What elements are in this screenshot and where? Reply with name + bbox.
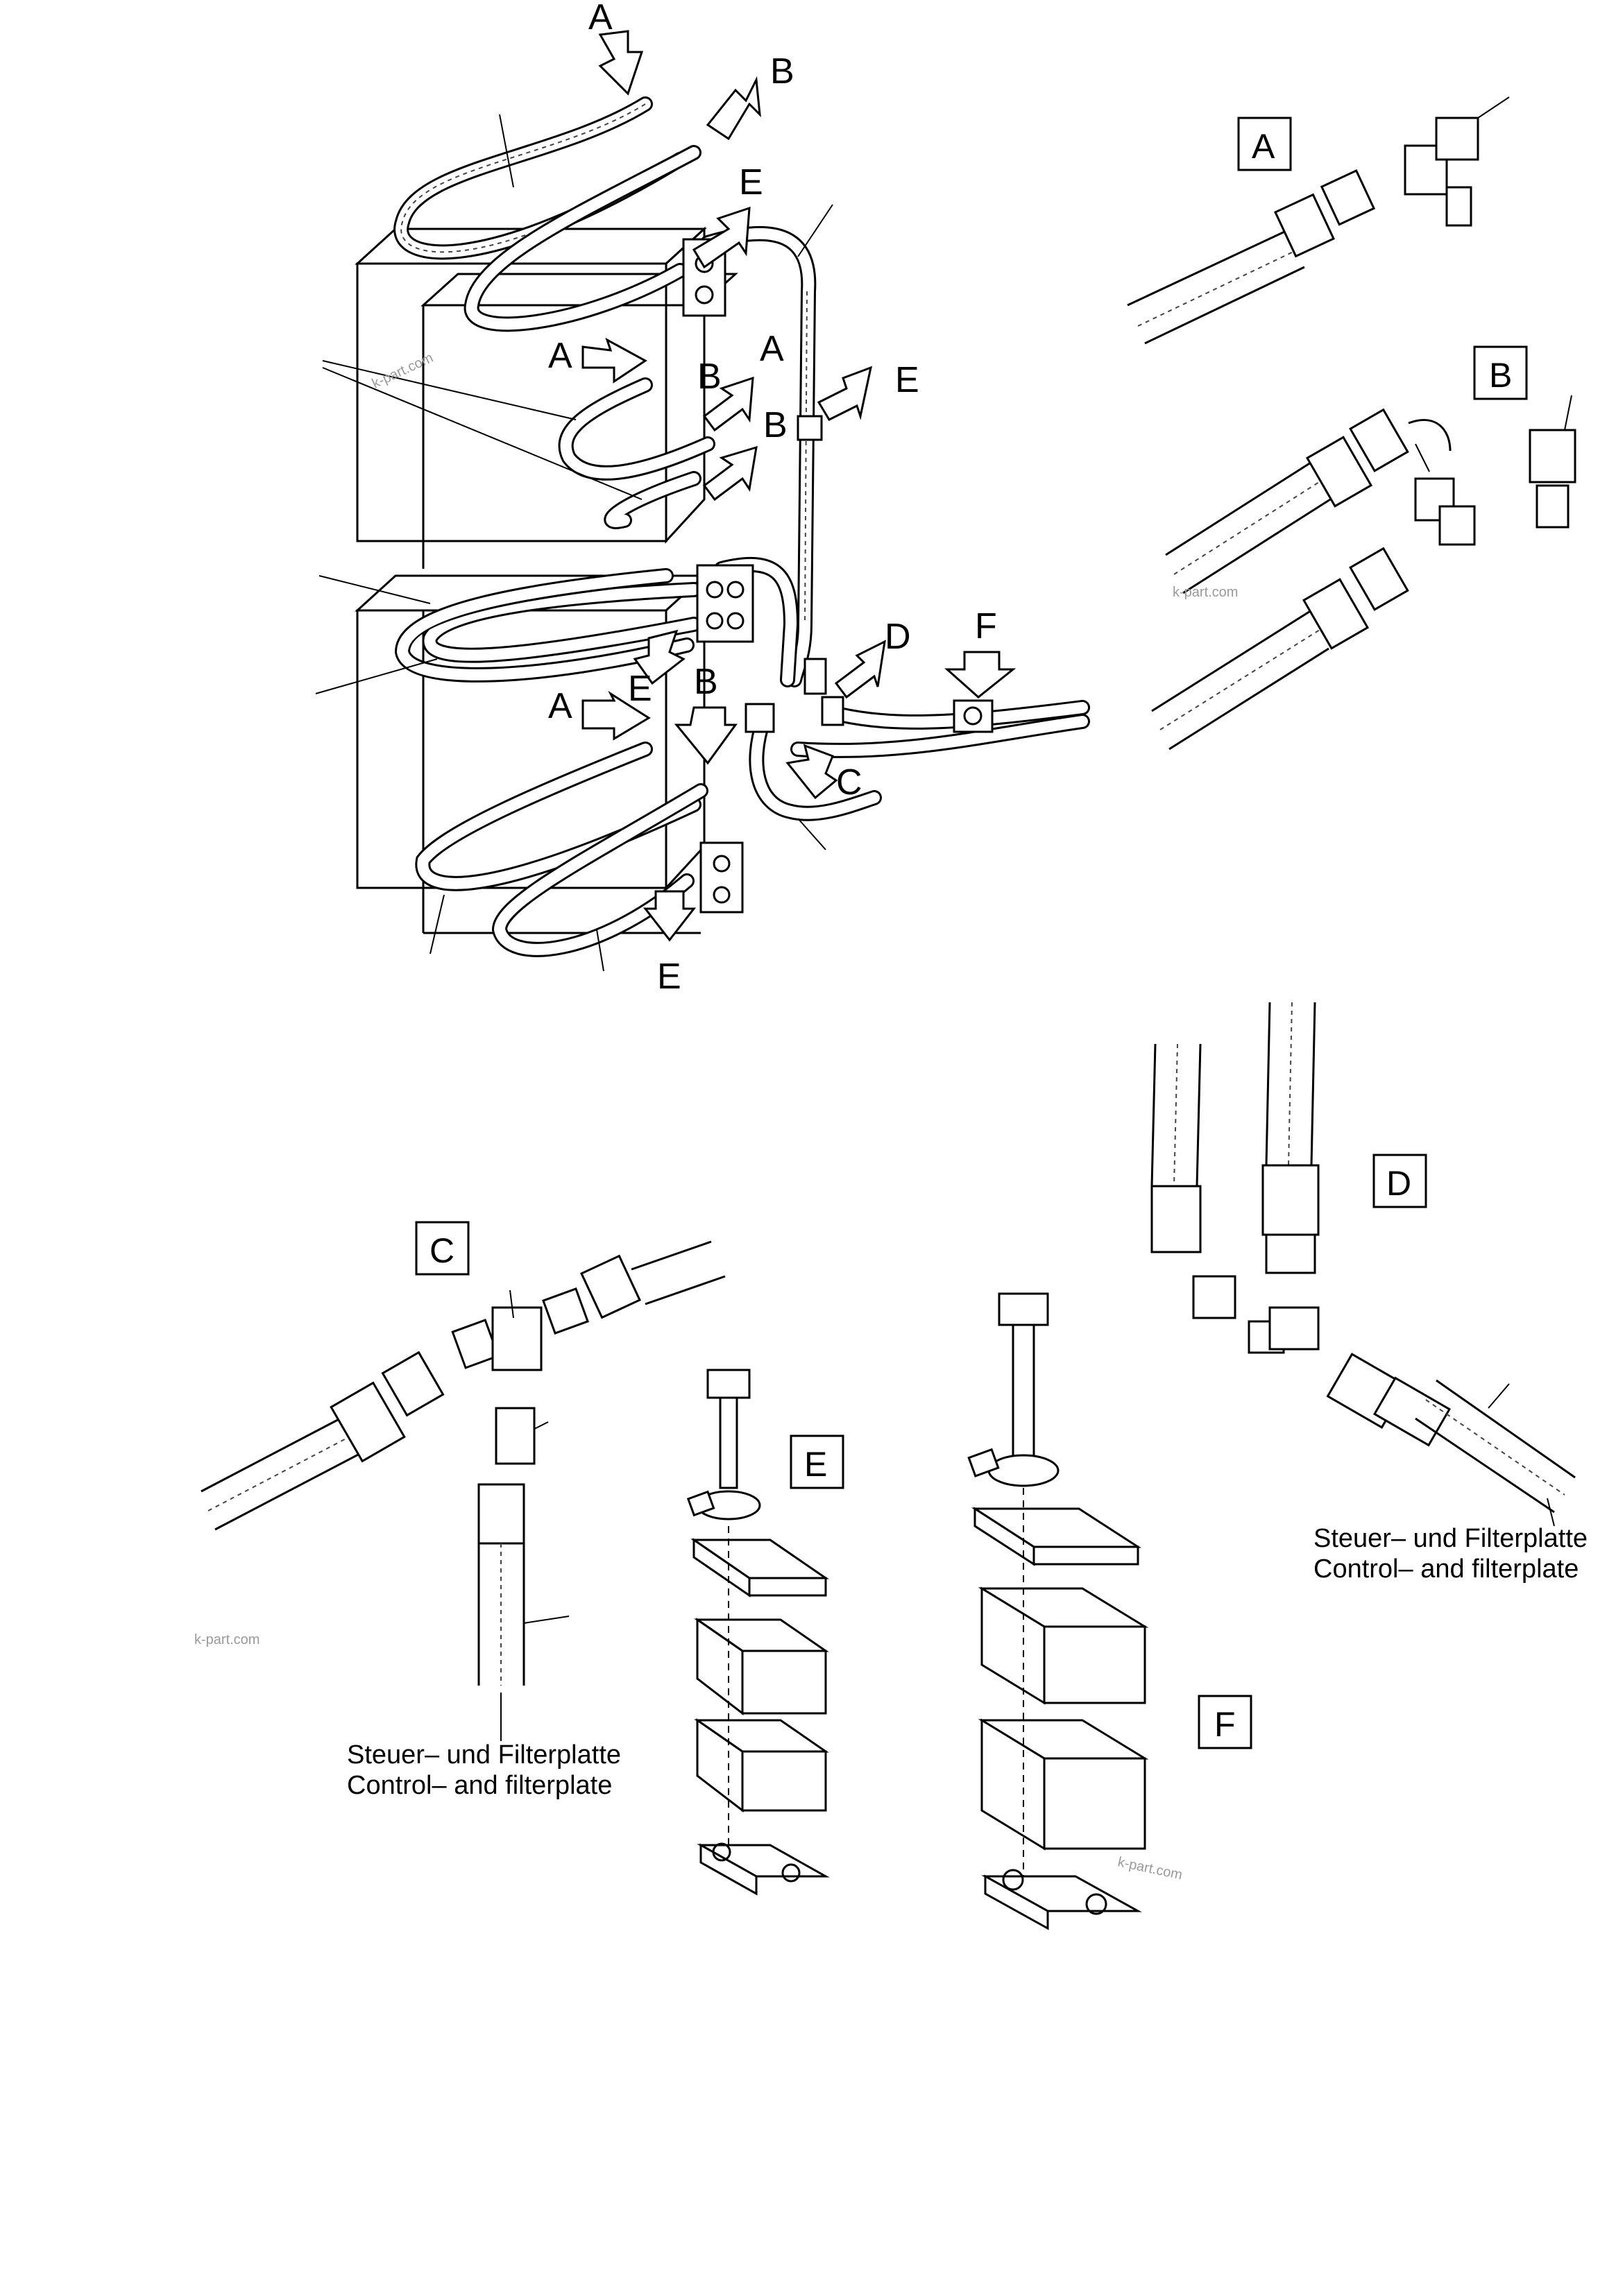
detail-e-label-box: [790, 1434, 844, 1489]
hose-outlet: [790, 700, 1090, 758]
callout-b4: B: [694, 662, 718, 702]
detail-c-note-en: Control– and filterplate: [347, 1771, 612, 1800]
hose-lower-loop: [394, 568, 701, 683]
detail-a-label-box: [1237, 117, 1292, 171]
callout-a3: A: [760, 329, 784, 369]
watermark-4: k-part.com: [1116, 1854, 1184, 1883]
detail-a-label: A: [1252, 127, 1275, 166]
callout-b2: B: [697, 357, 722, 397]
clamp-block-3: [699, 841, 744, 914]
detail-c: C Steuer– und Filterplatte Control– and …: [201, 1221, 726, 1800]
detail-c-note-de: Steuer– und Filterplatte: [347, 1740, 621, 1770]
detail-e: E: [686, 1369, 844, 1896]
detail-a: A: [1127, 96, 1510, 345]
callout-a1: A: [588, 0, 613, 37]
callout-a2: A: [548, 336, 572, 376]
detail-e-label: E: [804, 1445, 827, 1484]
detail-d-note-en: Control– and filterplate: [1313, 1554, 1579, 1584]
watermark-2: k-part.com: [1173, 585, 1238, 600]
clamp-block-2: [696, 564, 754, 643]
callout-e3: E: [628, 669, 652, 709]
clamp-small-1: [797, 415, 823, 441]
detail-f-label-box: [1198, 1695, 1252, 1749]
callout-e2: E: [895, 360, 919, 400]
main-assembly-view: A B E A B A B E D F E A B C E: [315, 0, 1090, 997]
clamp-f: [953, 699, 994, 733]
hose-upper-loop: [393, 96, 701, 332]
detail-f: F: [967, 1292, 1252, 1930]
callout-e1: E: [739, 162, 763, 203]
detail-c-label-box: [415, 1221, 470, 1276]
detail-d-note-de: Steuer– und Filterplatte: [1313, 1524, 1588, 1553]
clamp-small-2: [745, 703, 775, 733]
detail-d-label-box: [1372, 1154, 1427, 1208]
callout-e4: E: [657, 957, 681, 997]
detail-d-label: D: [1386, 1164, 1411, 1203]
detail-d: D Steuer– und Filterplatte Control– and …: [1150, 1002, 1588, 1584]
leader-lines: [315, 114, 833, 972]
detail-b-label-box: [1473, 345, 1528, 400]
callout-arrows: [581, 30, 1017, 942]
fitting-d: [803, 658, 844, 726]
hose-middle: [558, 377, 715, 529]
hose-bottom-loop: [415, 742, 708, 957]
callout-f1: F: [975, 606, 997, 646]
callout-d1: D: [885, 617, 911, 657]
hose-riser: [700, 225, 882, 821]
callout-b1: B: [770, 51, 794, 92]
callout-c1: C: [836, 762, 862, 803]
callout-b3: B: [763, 405, 788, 445]
detail-f-label: F: [1214, 1705, 1236, 1744]
detail-b-label: B: [1489, 356, 1512, 395]
callout-a4: A: [548, 686, 572, 726]
detail-b: B: [1151, 345, 1576, 751]
detail-c-label: C: [429, 1231, 454, 1270]
watermark-3: k-part.com: [194, 1632, 260, 1647]
